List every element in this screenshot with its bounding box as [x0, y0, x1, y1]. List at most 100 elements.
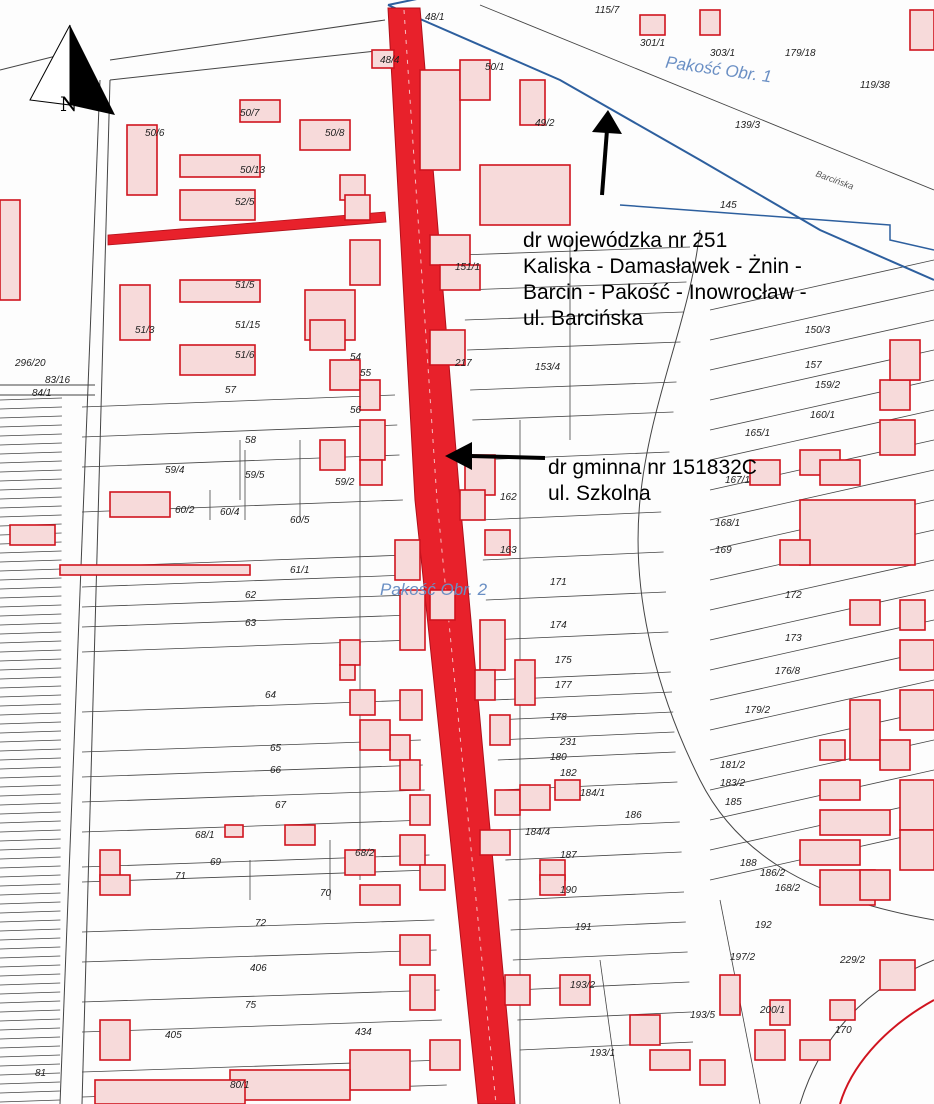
north-arrow-icon: [29, 24, 115, 115]
building: [99, 874, 131, 896]
building: [429, 589, 456, 621]
parcel-number: 51/15: [235, 320, 261, 331]
building: [504, 974, 531, 1006]
building: [539, 874, 566, 896]
building: [409, 794, 431, 826]
building: [494, 789, 521, 816]
parcel-line-strip: [0, 442, 62, 446]
building: [514, 659, 536, 706]
parcel-line-west: [81, 949, 437, 963]
parcel-line-east: [510, 921, 686, 931]
building: [459, 489, 486, 521]
parcel-line-east-far: [709, 619, 934, 671]
parcel-line-strip: [0, 433, 62, 437]
parcel-line-strip: [0, 505, 62, 509]
building: [899, 779, 934, 831]
parcel-number: 119/38: [860, 80, 890, 91]
parcel-line-west: [81, 594, 411, 608]
parcel-line-strip: [0, 703, 62, 707]
parcel-line-east-far: [709, 409, 934, 461]
west-street-edges: [0, 19, 386, 1104]
parcel-number: 153/4: [535, 362, 561, 373]
building: [339, 639, 361, 666]
parcel-line-east-far: [709, 679, 934, 731]
parcel-line-strip: [0, 559, 62, 563]
building: [126, 124, 158, 196]
building: [819, 809, 891, 836]
east-curving-road: [637, 229, 934, 921]
building: [419, 69, 461, 171]
parcel-number: 56: [350, 405, 362, 416]
building: [439, 264, 481, 291]
parcel-line-strip: [0, 874, 61, 878]
building: [699, 9, 721, 36]
parcel-number: 48/1: [425, 12, 445, 23]
barcinska-road-edge-north: [479, 4, 934, 191]
building: [371, 49, 395, 69]
parcel-number: 70: [320, 888, 332, 899]
building: [749, 459, 781, 486]
parcel-line-east: [517, 1011, 692, 1021]
parcel-line-strip: [0, 514, 62, 518]
parcel-number: 229/2: [840, 955, 866, 966]
north-letter: N: [60, 92, 78, 116]
building: [94, 1079, 246, 1104]
parcel-number: 71: [175, 871, 187, 882]
building: [119, 284, 151, 341]
building: [479, 619, 506, 671]
parcel-number: 50/13: [240, 165, 266, 176]
voivodeship-road-line1: dr wojewódzka nr 251: [523, 229, 728, 252]
parcel-number: 59/2: [335, 477, 355, 488]
parcel-number: 185: [725, 797, 742, 808]
parcel-line-strip: [0, 469, 62, 473]
parcel-line-strip: [0, 694, 62, 698]
building: [879, 379, 911, 411]
parcel-line-strip: [0, 1018, 61, 1022]
parcel-number: 159/2: [815, 380, 841, 391]
building: [399, 689, 423, 721]
parcel-line-strip: [0, 775, 61, 779]
building: [399, 759, 421, 791]
building: [754, 1029, 786, 1061]
parcel-line-strip: [0, 1000, 61, 1004]
parcel-number: 168/1: [715, 518, 741, 529]
building: [394, 539, 421, 581]
parcel-number: 434: [355, 1027, 372, 1038]
parcel-number: 115/7: [595, 5, 620, 16]
building: [284, 824, 316, 846]
voivodeship-road-line2: Kaliska - Damasławek - Żnin -: [523, 255, 802, 278]
building: [179, 154, 261, 178]
parcel-line-strip: [0, 1090, 60, 1094]
building: [889, 339, 921, 381]
parcel-line-strip: [0, 910, 61, 914]
building: [519, 784, 551, 811]
parcel-number: 57: [225, 385, 237, 396]
parcel-number: 84/1: [32, 388, 52, 399]
parcel-line-strip: [0, 820, 61, 824]
parcel-line-strip: [0, 640, 62, 644]
building: [559, 974, 591, 1006]
parcel-line-strip: [0, 901, 61, 905]
building: [359, 379, 381, 411]
parcel-line-east-far: [709, 259, 934, 311]
building: [899, 829, 934, 871]
building: [0, 199, 21, 301]
parcel-line-strip: [0, 892, 61, 896]
parcel-number: 177: [555, 680, 572, 691]
obr-boundary-line-north: [387, 0, 417, 6]
building: [179, 189, 256, 221]
parcel-line-west: [81, 454, 400, 468]
parcel-number: 180: [550, 752, 567, 763]
arrow-icon-municipal: [445, 442, 546, 470]
building: [344, 194, 371, 221]
building: [474, 669, 496, 701]
parcel-line-strip: [0, 649, 62, 653]
building: [399, 934, 431, 966]
building: [819, 779, 861, 801]
parcel-line-east: [508, 891, 685, 901]
parcel-number: 145: [720, 200, 737, 211]
barcinska-road-edge: [619, 204, 934, 251]
parcel-line-strip: [0, 1045, 61, 1049]
parcel-number: 186/2: [760, 868, 786, 879]
parcel-line-strip: [0, 748, 61, 752]
